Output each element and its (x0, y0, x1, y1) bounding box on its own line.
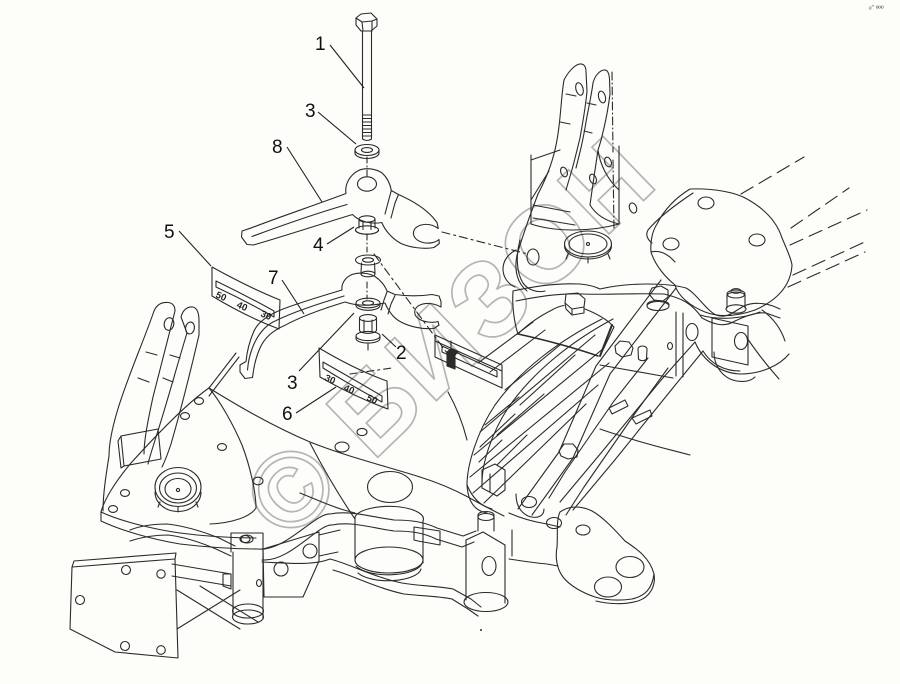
svg-text:30: 30 (259, 309, 273, 323)
svg-text:8: 8 (272, 137, 283, 158)
svg-text:30: 30 (323, 373, 337, 387)
svg-text:5: 5 (164, 222, 175, 243)
svg-text:50: 50 (365, 393, 379, 407)
svg-text:2: 2 (396, 343, 407, 364)
svg-text:50: 50 (214, 290, 228, 304)
svg-text:1: 1 (315, 34, 326, 55)
svg-text:3: 3 (287, 373, 298, 394)
svg-text:6: 6 (282, 404, 293, 425)
svg-text:40: 40 (235, 300, 249, 314)
svg-text:4: 4 (313, 235, 324, 256)
svg-text:3: 3 (305, 101, 316, 122)
svg-text:7: 7 (268, 268, 279, 289)
svg-text:ᵉ˝ ººº: ᵉ˝ ººº (869, 5, 884, 13)
svg-text:40: 40 (342, 383, 356, 397)
